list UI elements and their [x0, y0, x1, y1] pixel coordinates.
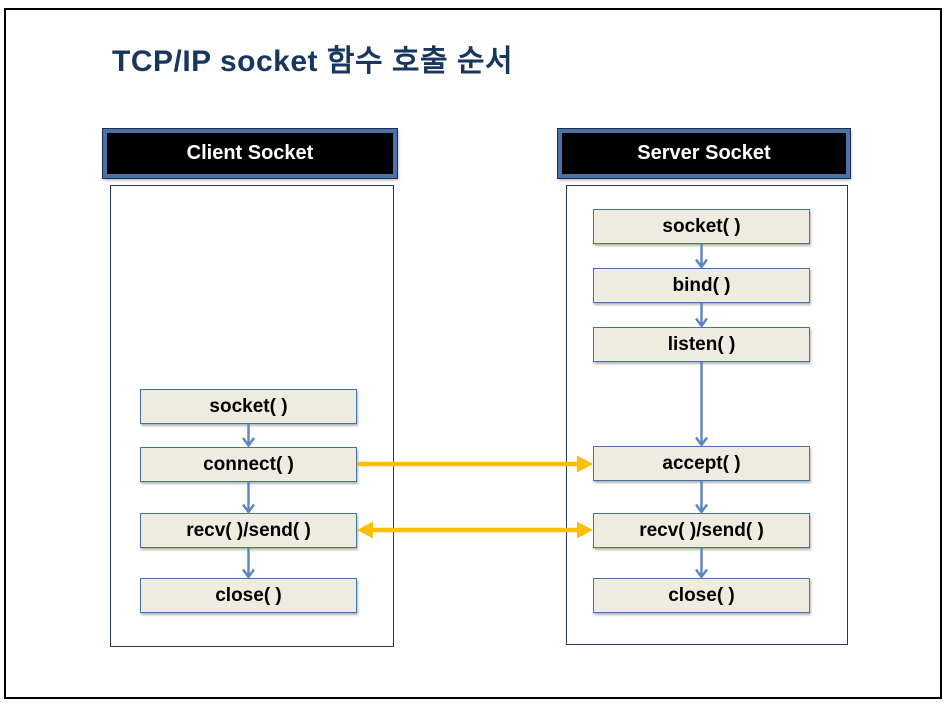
- server-step-close: close( ): [593, 578, 810, 613]
- server-step-accept: accept( ): [593, 446, 810, 481]
- client-step-socket: socket( ): [140, 389, 357, 424]
- client-socket-header: Client Socket: [102, 128, 398, 179]
- server-step-socket: socket( ): [593, 209, 810, 244]
- server-lifeline-box: [566, 185, 848, 645]
- server-step-recv-send: recv( )/send( ): [593, 513, 810, 548]
- page-title: TCP/IP socket 함수 호출 순서: [112, 45, 514, 78]
- client-step-close: close( ): [140, 578, 357, 613]
- server-step-listen: listen( ): [593, 327, 810, 362]
- client-step-connect: connect( ): [140, 447, 357, 482]
- client-step-recv-send: recv( )/send( ): [140, 513, 357, 548]
- server-step-bind: bind( ): [593, 268, 810, 303]
- server-socket-header: Server Socket: [557, 128, 851, 179]
